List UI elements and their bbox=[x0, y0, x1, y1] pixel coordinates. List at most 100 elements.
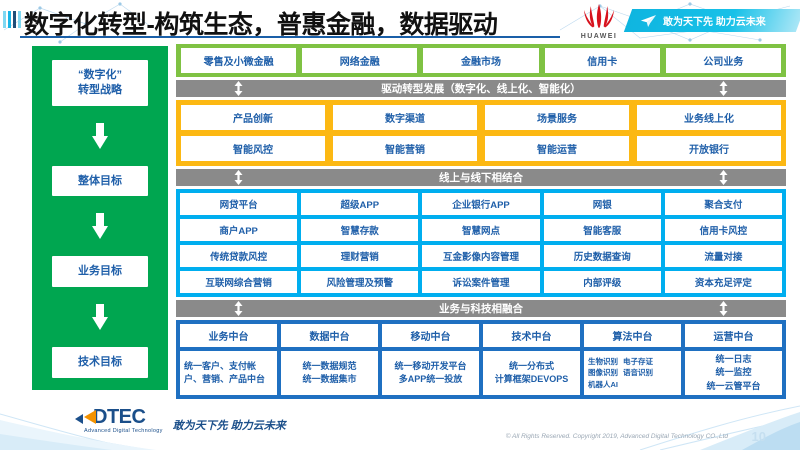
platform-column-business[interactable]: 业务中台 统一客户、支付帐户、营销、产品中台 bbox=[180, 324, 277, 395]
platform-column-data[interactable]: 数据中台 统一数据规范 统一数据集市 bbox=[281, 324, 378, 395]
dtec-tagline: Advanced Digital Technology bbox=[84, 428, 163, 434]
transformation-item[interactable]: 业务线上化 bbox=[637, 105, 781, 130]
down-arrow-icon-2 bbox=[92, 213, 108, 240]
transformation-item[interactable]: 数字渠道 bbox=[333, 105, 477, 130]
platform-detail: 统一移动开发平台 多APP统一投放 bbox=[382, 351, 479, 395]
platform-title: 数据中台 bbox=[281, 324, 378, 347]
platform-tag: 图像识别 bbox=[588, 368, 618, 378]
huawei-wordmark: HUAWEI bbox=[580, 33, 618, 40]
applications-row: 互联网综合营销 风险管理及预警 诉讼案件管理 内部评级 资本充足评定 bbox=[180, 271, 783, 293]
connector-bar-2: 线上与线下相结合 bbox=[176, 169, 786, 186]
platforms-band: 业务中台 统一客户、支付帐户、营销、产品中台 数据中台 统一数据规范 统一数据集… bbox=[176, 320, 786, 399]
application-item[interactable]: 企业银行APP bbox=[422, 193, 540, 215]
platform-tag: 机器人AI bbox=[588, 379, 618, 389]
application-item[interactable]: 风险管理及预警 bbox=[301, 271, 419, 293]
architecture-stack: 零售及小微金融 网络金融 金融市场 信用卡 公司业务 驱动转型发展（数字化、线上… bbox=[176, 44, 786, 399]
business-line-item[interactable]: 金融市场 bbox=[423, 48, 539, 73]
application-item[interactable]: 互联网综合营销 bbox=[180, 271, 298, 293]
transformation-item[interactable]: 智能运营 bbox=[485, 136, 629, 161]
application-item[interactable]: 历史数据查询 bbox=[543, 245, 661, 267]
dtec-wordmark: DTEC bbox=[93, 406, 146, 428]
huawei-flower-icon bbox=[584, 4, 614, 28]
application-item[interactable]: 理财营销 bbox=[301, 245, 419, 267]
title-bar: 数字化转型-构筑生态，普惠金融，数据驱动 HUAWEI 敢为 bbox=[0, 0, 800, 40]
platform-detail-line: 统一云管平台 bbox=[706, 380, 761, 391]
platform-detail-line: 多APP统一投放 bbox=[398, 374, 463, 384]
application-item[interactable]: 信用卡风控 bbox=[664, 219, 783, 241]
page-number: 10 bbox=[751, 429, 766, 444]
application-item[interactable]: 网银 bbox=[543, 193, 661, 215]
application-item[interactable]: 诉讼案件管理 bbox=[422, 271, 540, 293]
dtec-arrow-icon bbox=[75, 410, 96, 424]
platform-title: 移动中台 bbox=[382, 324, 479, 347]
copyright-text: © All Rights Reserved. Copyright 2019, A… bbox=[505, 433, 728, 440]
connector-bar-3: 业务与科技相融合 bbox=[176, 300, 786, 317]
platform-detail-line: 计算框架DEVOPS bbox=[494, 374, 569, 384]
strategy-box-3[interactable]: 业务目标 bbox=[52, 256, 148, 288]
transformation-item[interactable]: 智能营销 bbox=[333, 136, 477, 161]
platform-column-technology[interactable]: 技术中台 统一分布式 计算框架DEVOPS bbox=[483, 324, 580, 395]
application-item[interactable]: 互金影像内容管理 bbox=[422, 245, 540, 267]
platform-title: 技术中台 bbox=[483, 324, 580, 347]
platform-detail-line: 统一移动开发平台 bbox=[394, 360, 467, 371]
transformation-row: 产品创新 数字渠道 场景服务 业务线上化 bbox=[181, 105, 781, 130]
business-line-item[interactable]: 网络金融 bbox=[302, 48, 418, 73]
platform-detail-line: 统一日志 bbox=[715, 354, 752, 365]
platform-title: 运营中台 bbox=[685, 324, 782, 347]
title-underline bbox=[20, 36, 560, 38]
platform-detail-line: 统一数据集市 bbox=[302, 374, 357, 384]
up-down-arrow-icon bbox=[234, 301, 243, 316]
platforms-row: 业务中台 统一客户、支付帐户、营销、产品中台 数据中台 统一数据规范 统一数据集… bbox=[180, 324, 782, 395]
transformation-band: 产品创新 数字渠道 场景服务 业务线上化 智能风控 智能营销 智能运营 开放银行 bbox=[176, 100, 786, 166]
up-down-arrow-icon bbox=[719, 170, 728, 185]
application-item[interactable]: 超级APP bbox=[301, 193, 419, 215]
applications-row: 网贷平台 超级APP 企业银行APP 网银 聚合支付 bbox=[180, 193, 783, 215]
strategy-box-2[interactable]: 整体目标 bbox=[52, 165, 148, 197]
platform-detail-line: 统一数据规范 bbox=[302, 360, 357, 371]
applications-row: 商户APP 智慧存款 智慧网点 智能客服 信用卡风控 bbox=[180, 219, 783, 241]
platform-detail: 生物识别 电子存证 图像识别 语音识别 机器人AI bbox=[584, 351, 681, 395]
page-title: 数字化转型-构筑生态，普惠金融，数据驱动 bbox=[24, 11, 498, 39]
business-line-item[interactable]: 信用卡 bbox=[544, 48, 660, 73]
connector-bar-3-label: 业务与科技相融合 bbox=[439, 303, 523, 315]
platform-detail: 统一分布式 计算框架DEVOPS bbox=[483, 351, 580, 395]
application-item[interactable]: 商户APP bbox=[180, 219, 298, 241]
business-line-item[interactable]: 公司业务 bbox=[665, 48, 782, 73]
transformation-item[interactable]: 产品创新 bbox=[181, 105, 325, 130]
strategy-box-1[interactable]: “数字化” 转型战略 bbox=[52, 60, 148, 106]
platform-title: 业务中台 bbox=[180, 324, 277, 347]
transformation-row: 智能风控 智能营销 智能运营 开放银行 bbox=[181, 136, 781, 161]
down-arrow-icon-1 bbox=[92, 122, 108, 149]
up-down-arrow-icon bbox=[234, 170, 243, 185]
strategy-box-4[interactable]: 技术目标 bbox=[52, 347, 148, 378]
transformation-item[interactable]: 场景服务 bbox=[485, 105, 629, 130]
footer: DTEC Advanced Digital Technology 敢为天下先 助… bbox=[0, 394, 800, 450]
platform-detail: 统一客户、支付帐户、营销、产品中台 bbox=[180, 351, 277, 395]
connector-bar-1-label: 驱动转型发展（数字化、线上化、智能化） bbox=[381, 83, 581, 95]
application-item[interactable]: 网贷平台 bbox=[180, 193, 298, 215]
platform-column-algorithm[interactable]: 算法中台 生物识别 电子存证 图像识别 语音识别 机器人AI bbox=[584, 324, 681, 395]
transformation-item[interactable]: 开放银行 bbox=[637, 136, 781, 161]
connector-bar-2-label: 线上与线下相结合 bbox=[439, 172, 523, 184]
platform-detail-line: 统一监控 bbox=[715, 367, 752, 378]
application-item[interactable]: 智能客服 bbox=[543, 219, 661, 241]
platform-column-mobile[interactable]: 移动中台 统一移动开发平台 多APP统一投放 bbox=[382, 324, 479, 395]
platform-title: 算法中台 bbox=[584, 324, 681, 347]
footer-wave-decoration bbox=[0, 405, 800, 450]
platform-detail-line: 统一客户、支付帐户、营销、产品中台 bbox=[184, 360, 266, 384]
application-item[interactable]: 智慧存款 bbox=[301, 219, 419, 241]
application-item[interactable]: 智慧网点 bbox=[422, 219, 540, 241]
strategy-column: “数字化” 转型战略 整体目标 业务目标 技术目标 bbox=[32, 46, 168, 390]
platform-column-operation[interactable]: 运营中台 统一日志 统一监控 统一云管平台 bbox=[685, 324, 782, 395]
transformation-item[interactable]: 智能风控 bbox=[181, 136, 325, 161]
platform-detail: 统一日志 统一监控 统一云管平台 bbox=[685, 351, 782, 395]
business-line-item[interactable]: 零售及小微金融 bbox=[181, 48, 297, 73]
application-item[interactable]: 资本充足评定 bbox=[664, 271, 783, 293]
up-down-arrow-icon bbox=[719, 301, 728, 316]
application-item[interactable]: 聚合支付 bbox=[664, 193, 783, 215]
application-item[interactable]: 传统贷款风控 bbox=[180, 245, 298, 267]
application-item[interactable]: 内部评级 bbox=[543, 271, 661, 293]
strategy-box-1-line1: “数字化” bbox=[78, 69, 122, 81]
application-item[interactable]: 流量对接 bbox=[664, 245, 783, 267]
